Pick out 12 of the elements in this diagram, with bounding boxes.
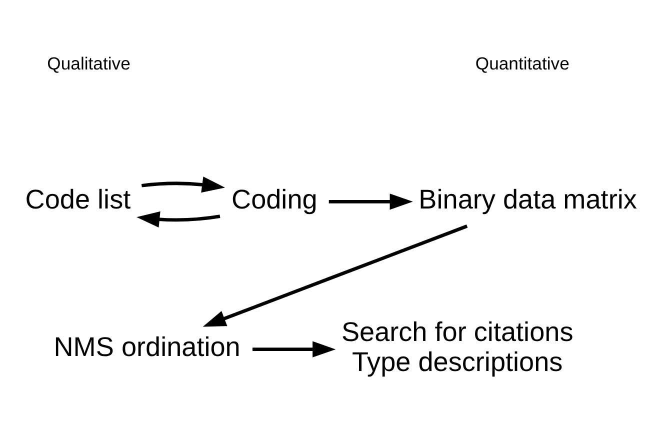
- arrow: [328, 193, 413, 210]
- node-text: NMS ordination: [54, 330, 240, 362]
- node-text: Coding: [232, 182, 318, 214]
- node-text: Code list: [25, 182, 131, 214]
- label: Qualitative: [47, 52, 130, 73]
- arrow: [136, 210, 220, 227]
- node-text: Binary data matrix: [418, 182, 637, 214]
- arrow: [202, 224, 468, 326]
- arrow: [252, 340, 336, 357]
- label: Quantitative: [475, 52, 570, 73]
- node-text: Search for citations Type descriptions: [341, 316, 574, 377]
- arrow: [141, 176, 226, 192]
